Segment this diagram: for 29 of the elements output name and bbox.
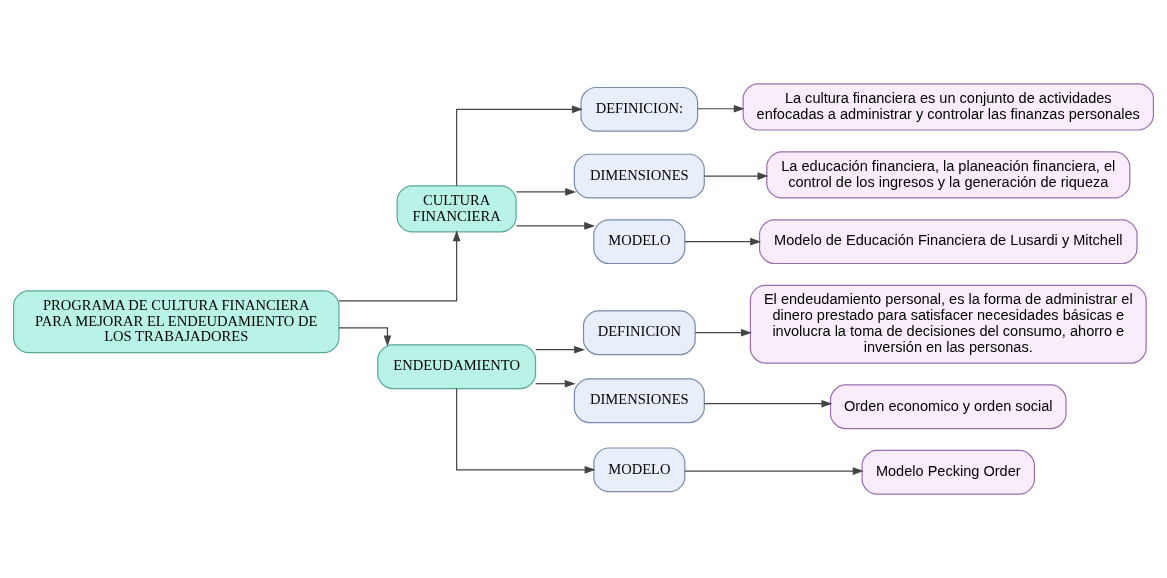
node-box: CULTURA FINANCIERA <box>396 185 517 233</box>
node-box: La cultura financiera es un conjunto de actividades enfocadas a administrar y controlar las finanzas personales <box>742 83 1154 131</box>
arrow <box>515 188 577 196</box>
arrow <box>338 327 392 347</box>
node-box: Orden economico y orden social <box>829 384 1067 430</box>
node-box: MODELO <box>593 219 686 265</box>
arrow <box>456 387 596 474</box>
node-box: La educación financiera, la planeación financiera, el control de los ingresos y la generación de riqueza <box>766 151 1131 199</box>
arrow <box>684 237 762 246</box>
node-box: DEFINICION: <box>580 86 699 132</box>
node-box: DIMENSIONES <box>573 153 705 199</box>
arrow <box>703 399 833 408</box>
arrow <box>684 467 864 475</box>
arrow <box>338 230 461 302</box>
arrow <box>456 105 583 187</box>
arrow <box>694 328 752 337</box>
node-box: Modelo de Educación Financiera de Lusardi y Mitchell <box>758 219 1138 265</box>
arrow <box>515 222 596 230</box>
arrow <box>535 345 586 354</box>
node-box: El endeudamiento personal, es la forma de administrar el dinero prestado para satisfacer necesidades básicas e involucra la toma de decisiones del consumo, ahorro e inversión en las personas. <box>749 284 1147 364</box>
node-box: MODELO <box>593 447 686 493</box>
arrow <box>697 104 745 113</box>
node-box: DEFINICION <box>582 310 696 356</box>
node-box: Modelo Pecking Order <box>861 449 1036 495</box>
node-box: DIMENSIONES <box>573 378 705 424</box>
arrow <box>703 172 769 180</box>
arrow <box>535 379 576 388</box>
node-box: PROGRAMA DE CULTURA FINANCIERA PARA MEJORAR EL ENDEUDAMIENTO DE LOS TRABAJADORES <box>13 290 340 354</box>
node-box: ENDEUDAMIENTO <box>377 344 537 390</box>
